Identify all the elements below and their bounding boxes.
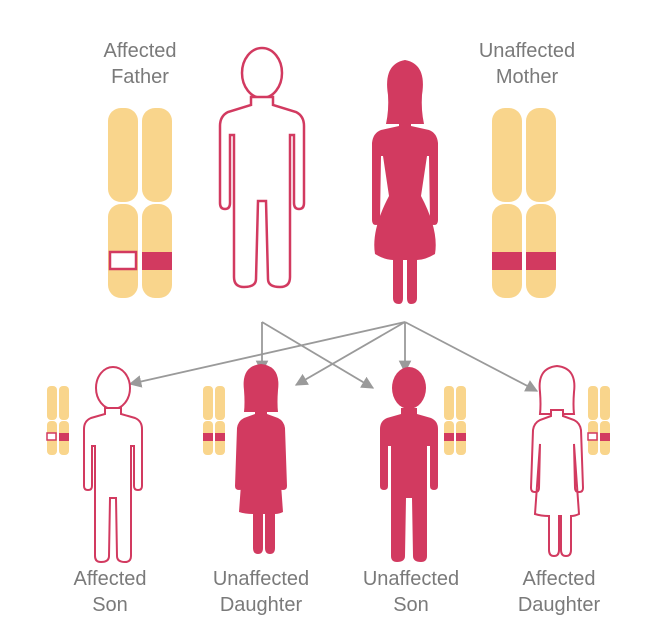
father-label-line2: Father bbox=[111, 66, 169, 88]
child-label-line2: Son bbox=[393, 594, 429, 616]
affected-son-figure bbox=[83, 366, 143, 563]
mother-x-band-left bbox=[492, 252, 522, 270]
unaffected-son-figure bbox=[380, 367, 438, 562]
child-label-affected-son: Affected Son bbox=[50, 566, 170, 618]
affected-daughter-chromosomes bbox=[587, 386, 610, 455]
arrow-mother-to-affected-daughter bbox=[404, 321, 539, 392]
child-label-line1: Unaffected bbox=[212, 568, 310, 590]
mother-chromosome-pair bbox=[492, 108, 556, 298]
child-label-line2: Son bbox=[92, 594, 128, 616]
father-figure bbox=[218, 46, 306, 289]
father-label-line1: Affected bbox=[103, 40, 177, 62]
child-label-line1: Affected bbox=[73, 568, 147, 590]
unaffected-son-chromosomes bbox=[444, 386, 466, 455]
unaffected-daughter-chromosomes bbox=[203, 386, 225, 455]
unaffected-daughter-figure bbox=[235, 364, 287, 554]
mother-x-band-right bbox=[526, 252, 556, 270]
child-label-unaffected-son: Unaffected Son bbox=[346, 566, 476, 618]
mother-label: Unaffected Mother bbox=[462, 38, 592, 90]
affected-son-chromosomes bbox=[46, 386, 69, 455]
child-label-line2: Daughter bbox=[517, 594, 601, 616]
affected-daughter-figure bbox=[530, 365, 584, 557]
child-label-line1: Affected bbox=[522, 568, 596, 590]
father-chromosome-pair bbox=[108, 108, 172, 298]
child-label-unaffected-daughter: Unaffected Daughter bbox=[196, 566, 326, 618]
inheritance-arrows bbox=[128, 321, 539, 392]
mother-label-line2: Mother bbox=[495, 66, 559, 88]
arrow-father-to-unaffected-son bbox=[261, 321, 375, 389]
arrow-mother-to-affected-son bbox=[128, 321, 406, 388]
father-label: Affected Father bbox=[80, 38, 200, 90]
child-label-line2: Daughter bbox=[219, 594, 303, 616]
father-x-band-empty bbox=[108, 250, 138, 271]
child-label-affected-daughter: Affected Daughter bbox=[494, 566, 624, 618]
mother-figure bbox=[372, 60, 438, 304]
father-y-band bbox=[142, 252, 172, 270]
mother-label-line1: Unaffected bbox=[478, 40, 576, 62]
child-label-line1: Unaffected bbox=[362, 568, 460, 590]
arrow-mother-to-unaffected-daughter bbox=[294, 321, 406, 386]
